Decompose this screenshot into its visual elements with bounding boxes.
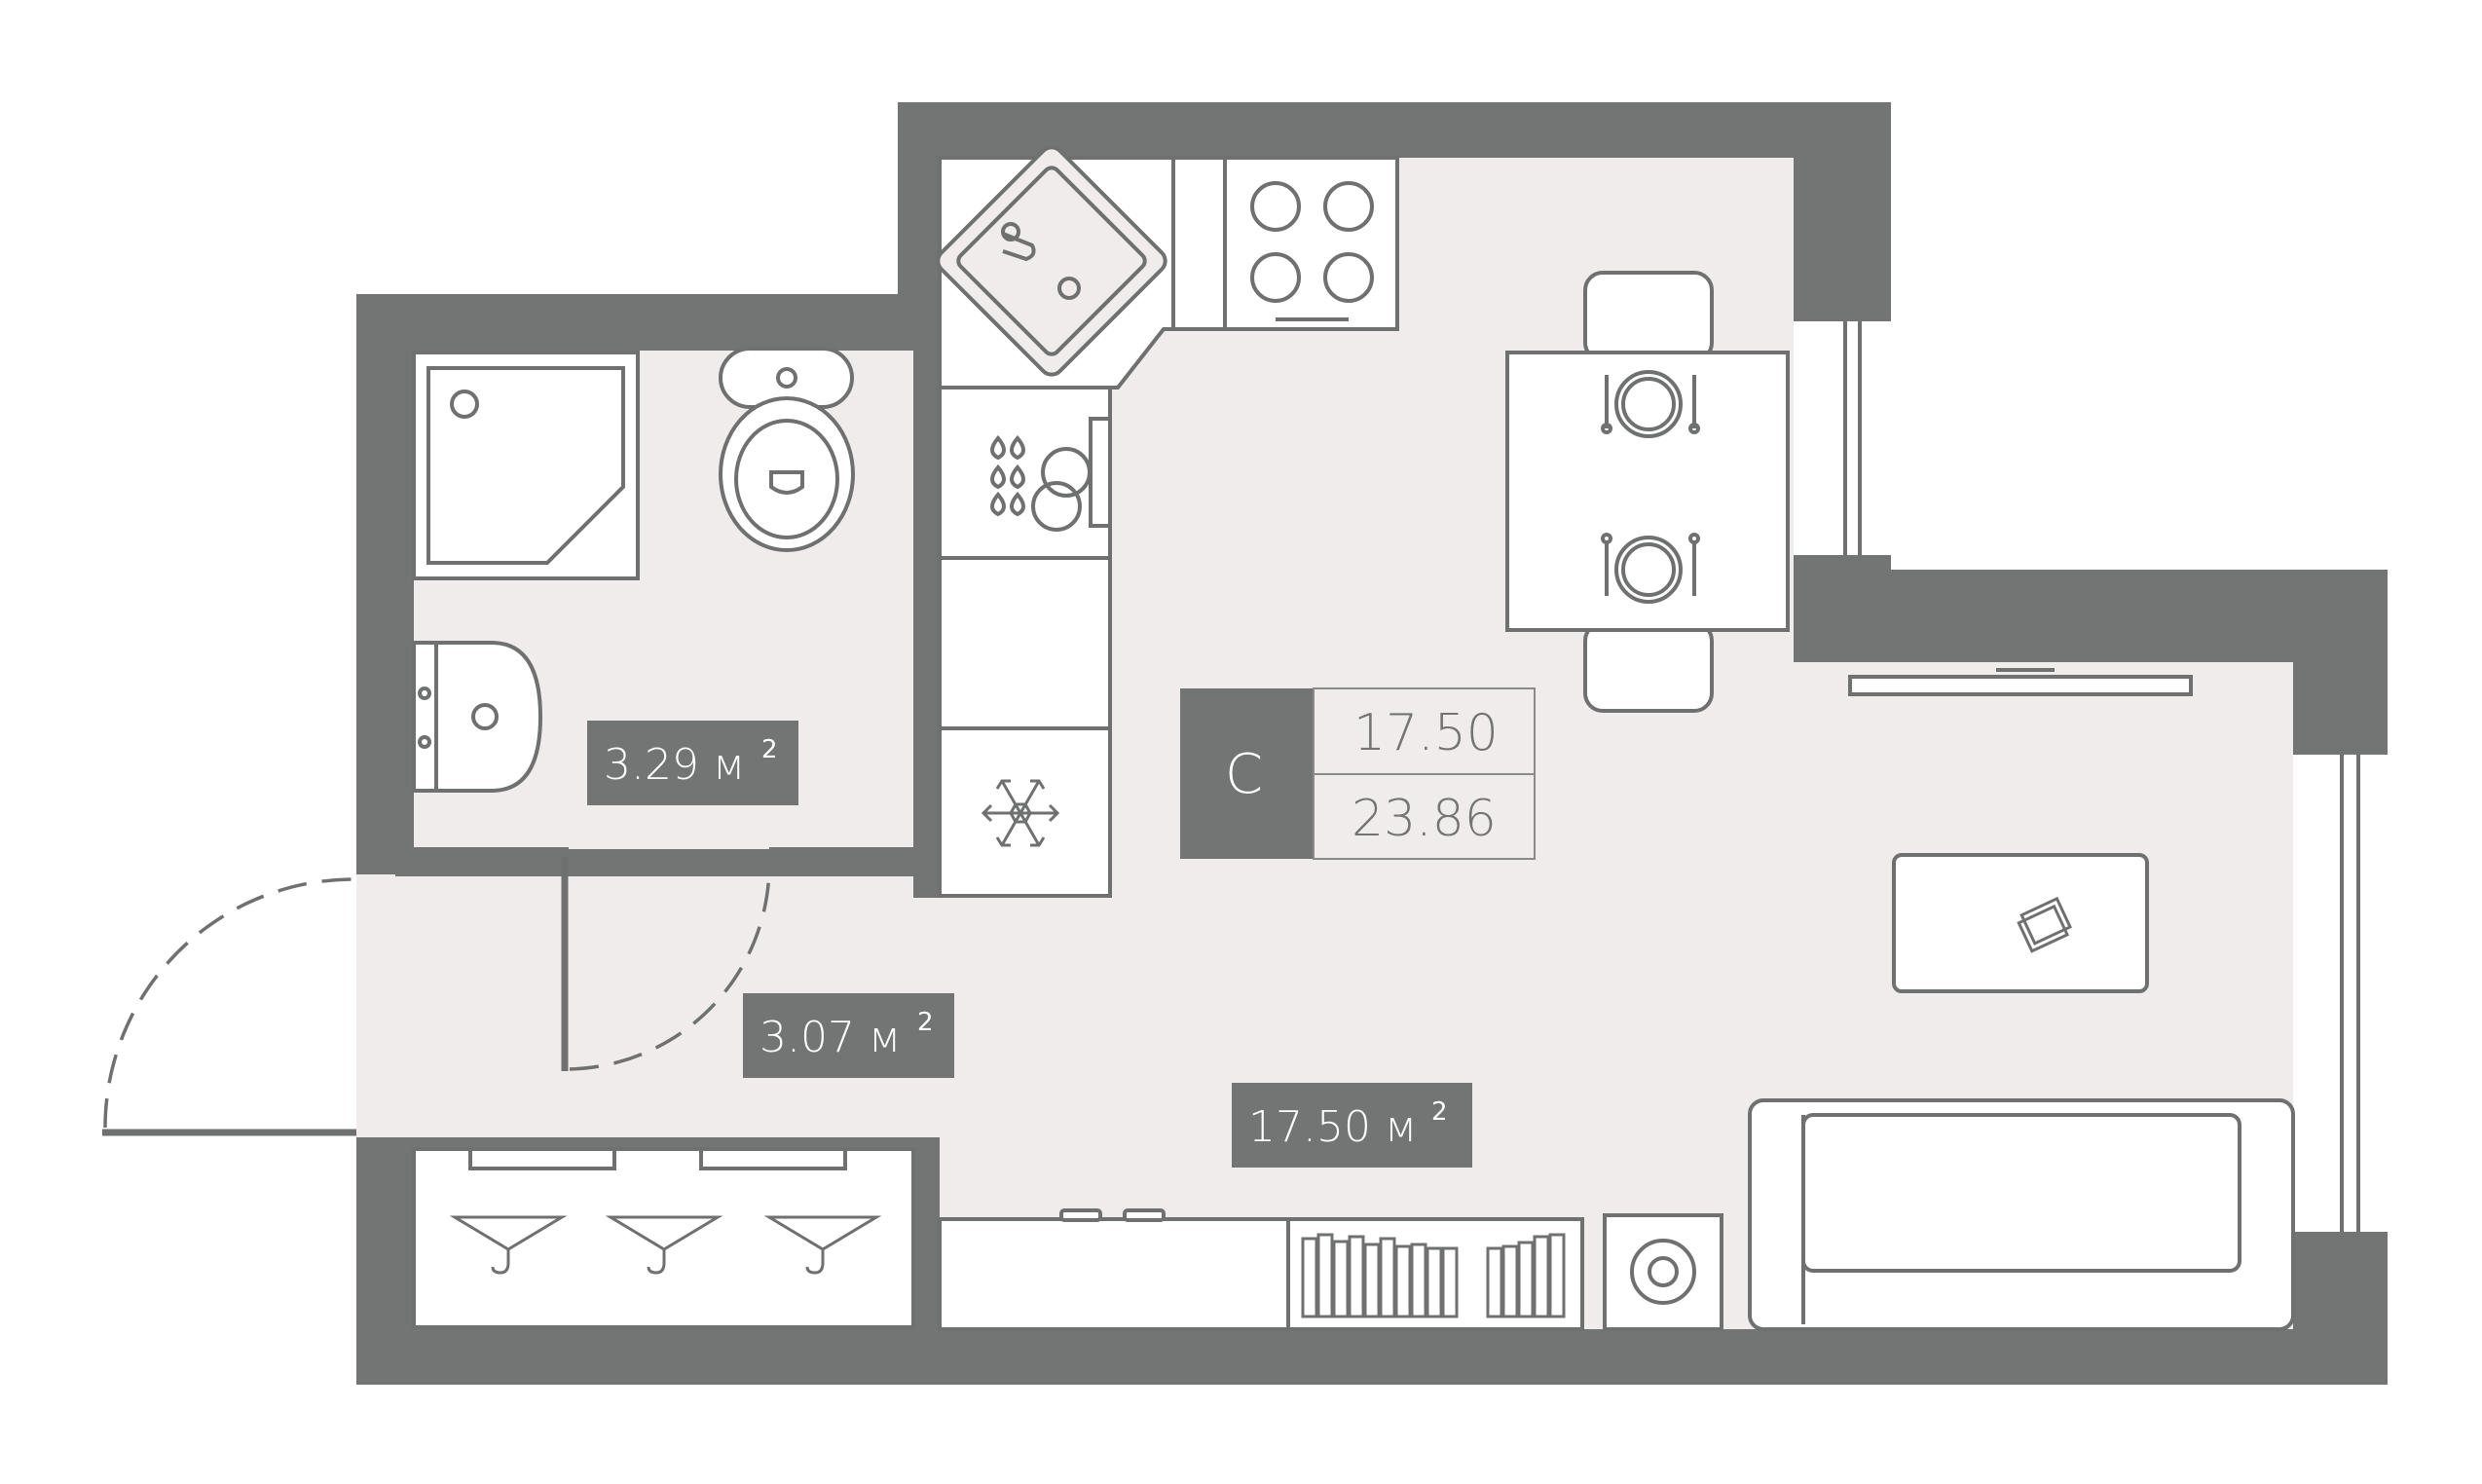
coffee-table	[1892, 853, 2149, 993]
washer-drum-inner-icon	[1648, 1256, 1679, 1287]
bathroom-sink	[412, 641, 543, 793]
bathroom-door-swing	[569, 866, 771, 1071]
hallway-area-text: 3.07 м	[759, 1013, 901, 1062]
shower-inner	[426, 366, 625, 565]
interior-walls	[351, 294, 940, 1329]
water-drop-icon	[1010, 491, 1025, 517]
entry-door-swing	[103, 877, 356, 1129]
toilet-seat	[734, 419, 839, 539]
kitchen-faucet-base-icon	[1001, 222, 1020, 241]
knife-tip-icon	[1688, 533, 1700, 544]
snowflake-icon	[981, 779, 1060, 847]
dining-set	[1505, 271, 1790, 713]
apartment-type-letter: С	[1225, 743, 1263, 806]
toilet-button-icon	[776, 367, 797, 389]
kitchen	[936, 145, 1399, 898]
bathroom-door	[561, 857, 771, 1071]
windows	[1794, 321, 2388, 1232]
bathroom-area-text: 3.29 м	[604, 740, 745, 790]
kitchen-faucet-icon	[1002, 232, 1036, 262]
toilet-hole-icon	[769, 470, 804, 495]
dining-chair-top	[1583, 271, 1714, 362]
sink-tap-icon	[418, 686, 431, 700]
water-drop-icon	[990, 434, 1006, 461]
wardrobe	[412, 1147, 915, 1329]
wall-bath-bottom-right	[769, 847, 940, 874]
apartment-summary: С 17.50 23.86	[1180, 687, 1536, 860]
shower-tray	[412, 351, 640, 580]
living-area-text: 17.50 м	[1248, 1102, 1417, 1152]
area-label-bathroom: 3.29 м 2	[587, 721, 798, 805]
washer-drum-icon	[1630, 1239, 1696, 1305]
wardrobe-rail	[468, 1147, 616, 1170]
kitchen-sink	[936, 145, 1167, 377]
plate-inner-icon	[1621, 542, 1676, 597]
sink-drain-icon	[471, 703, 499, 730]
book-icon	[2017, 896, 2072, 953]
knife-tip-icon	[1688, 423, 1700, 434]
total-area-value: 23.86	[1352, 790, 1497, 848]
kitchen-sink-drain-icon	[1057, 277, 1081, 300]
plate-icon	[1614, 370, 1683, 438]
sofa	[1748, 1098, 2295, 1331]
wall-bath-bottom-left	[356, 847, 569, 874]
wardrobe-rail	[699, 1147, 847, 1170]
entry-floor	[356, 874, 395, 1137]
plate-inner-icon	[1621, 377, 1676, 431]
burner-icon	[1250, 181, 1301, 232]
fork-tip-icon	[1601, 423, 1612, 434]
wall-wardrobe-right	[913, 1144, 940, 1329]
water-drop-icon	[1010, 464, 1025, 490]
plate-icon	[1614, 536, 1683, 604]
water-drop-icon	[990, 464, 1006, 490]
bathroom-fixtures	[412, 347, 855, 793]
bathroom-area-unit-sup: 2	[761, 735, 778, 764]
washing-machine	[1603, 1213, 1723, 1331]
dish-icon	[1041, 447, 1092, 498]
fork-tip-icon	[1601, 533, 1612, 544]
shower-drain-icon	[450, 390, 479, 419]
dishwasher	[938, 386, 1112, 560]
burner-icon	[1250, 252, 1301, 303]
sideboard	[938, 1217, 1290, 1331]
hanger-icon	[449, 1215, 568, 1275]
water-drop-icon	[990, 491, 1006, 517]
living-area-value: 17.50	[1353, 704, 1499, 762]
water-drop-icon	[1010, 434, 1025, 461]
entry-door	[102, 877, 356, 1136]
living-area-unit-sup: 2	[1431, 1097, 1448, 1127]
burner-icon	[1323, 181, 1374, 232]
area-label-living: 17.50 м 2	[1232, 1083, 1472, 1168]
wardrobe-box	[412, 1147, 915, 1329]
window-right-top	[1794, 321, 1891, 555]
hanger-icon	[605, 1215, 723, 1275]
tv-stand	[1848, 675, 2193, 696]
sideboard-knob	[1123, 1208, 1166, 1222]
dish-icon	[1031, 481, 1082, 532]
area-label-hallway: 3.07 м 2	[743, 993, 954, 1078]
dining-table	[1505, 351, 1790, 632]
kitchen-counter	[938, 556, 1112, 730]
dining-chair-bottom	[1583, 621, 1714, 713]
sink-tap2-icon	[418, 735, 431, 749]
hallway-area-unit-sup: 2	[917, 1008, 934, 1037]
wall-bath-kitchen	[913, 294, 940, 898]
bottom-furniture	[938, 1208, 1723, 1331]
burner-icon	[1323, 252, 1374, 303]
hanger-icon	[763, 1215, 882, 1275]
sideboard-knob	[1059, 1208, 1102, 1222]
books-icon	[1301, 1233, 1566, 1318]
